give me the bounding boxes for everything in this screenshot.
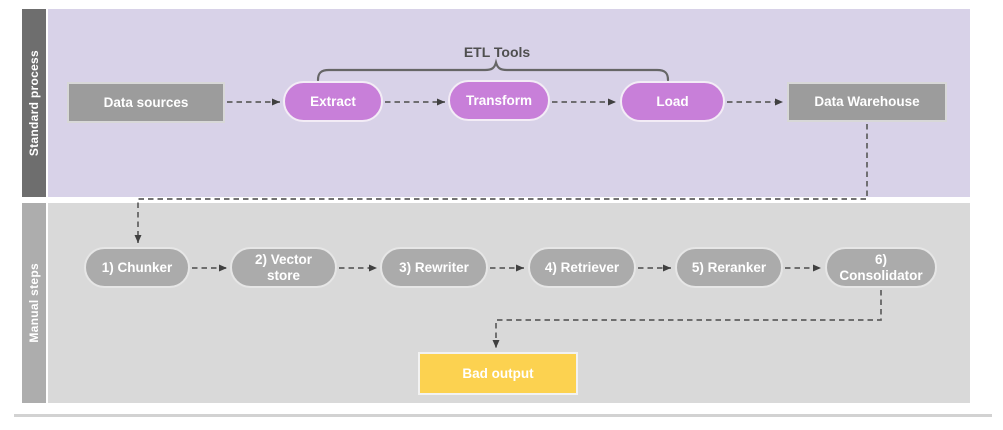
node-consolidator: 6) Consolidator	[825, 247, 937, 288]
lane-header-standard-process-label: Standard process	[27, 49, 41, 157]
bottom-divider-line	[14, 414, 992, 417]
node-data-warehouse: Data Warehouse	[787, 82, 947, 122]
node-retriever: 4) Retriever	[528, 247, 636, 288]
lane-header-standard-process: Standard process	[22, 9, 46, 197]
node-data-sources: Data sources	[67, 82, 225, 123]
etl-tools-label: ETL Tools	[463, 44, 531, 60]
node-load: Load	[620, 81, 725, 122]
node-transform: Transform	[448, 80, 550, 121]
node-vector-store: 2) Vector store	[230, 247, 337, 288]
lane-header-manual-steps: Manual steps	[22, 203, 46, 403]
node-reranker: 5) Reranker	[675, 247, 783, 288]
node-bad-output: Bad output	[418, 352, 578, 395]
node-chunker: 1) Chunker	[84, 247, 190, 288]
node-extract: Extract	[283, 81, 383, 122]
lane-header-manual-steps-label: Manual steps	[27, 263, 41, 343]
node-rewriter: 3) Rewriter	[380, 247, 488, 288]
